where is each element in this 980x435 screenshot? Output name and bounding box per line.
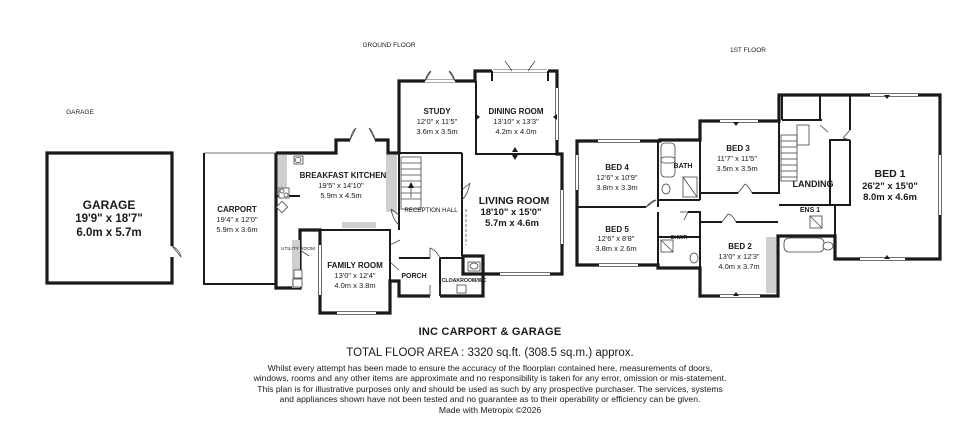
- study-imperial: 12'0" x 11'5": [417, 117, 458, 126]
- bed3-name: BED 3: [726, 144, 750, 153]
- first-windows: [575, 93, 942, 298]
- breakfast-kitchen-metric: 5.9m x 4.5m: [320, 191, 361, 200]
- breakfast-kitchen-name: BREAKFAST KITCHEN: [300, 171, 387, 180]
- stairs-ground: [400, 156, 422, 210]
- ground-windows: [318, 69, 564, 315]
- study-metric: 3.6m x 3.5m: [416, 127, 457, 136]
- garage-title: GARAGE: [66, 109, 94, 116]
- bed2-name: BED 2: [728, 242, 752, 251]
- ground-floor: [203, 60, 564, 315]
- carport-name: CARPORT: [217, 205, 257, 214]
- room-labels: GARAGE 19'9" x 18'7" 6.0m x 5.7m CARPORT…: [75, 107, 918, 290]
- bed1-metric: 8.0m x 4.6m: [863, 192, 917, 203]
- porch-name: PORCH: [401, 273, 426, 280]
- garage-metric: 6.0m x 5.7m: [76, 227, 141, 239]
- bed3-metric: 3.5m x 3.5m: [716, 164, 757, 173]
- living-room-imperial: 18'10" x 15'0": [480, 207, 541, 218]
- family-room-metric: 4.0m x 3.8m: [334, 281, 375, 290]
- first-doors: [645, 95, 890, 296]
- floor-plan-drawing: GROUND FLOOR 1ST FLOOR GARAGE: [45, 42, 942, 315]
- bed3-imperial: 11'7" x 11'5": [717, 154, 757, 163]
- bed2-metric: 4.0m x 3.7m: [718, 262, 759, 271]
- carport-metric: 5.9m x 3.6m: [216, 225, 257, 234]
- shower-name: SHWR: [671, 235, 688, 241]
- family-room-imperial: 13'0" x 12'4": [334, 271, 375, 280]
- bed5-imperial: 12'6" x 8'8": [598, 234, 635, 243]
- ensuite-name: ENS 1: [800, 207, 820, 214]
- bed2-imperial: 13'0" x 12'3": [718, 252, 759, 261]
- breakfast-kitchen-imperial: 19'5" x 14'10": [318, 181, 364, 190]
- total-floor-area-label: TOTAL FLOOR AREA :: [346, 347, 465, 359]
- total-floor-area-value: 3320 sq.ft. (308.5 sq.m.) approx.: [467, 347, 634, 359]
- carport-imperial: 19'4" x 12'0": [216, 215, 257, 224]
- utility-room-name: UTILITY ROOM: [281, 246, 315, 252]
- landing-name: LANDING: [793, 179, 834, 189]
- ground-floor-title: GROUND FLOOR: [362, 42, 415, 49]
- first-floor: [575, 93, 942, 298]
- living-room-metric: 5.7m x 4.6m: [485, 218, 539, 229]
- bed4-imperial: 12'6" x 10'9": [596, 173, 637, 182]
- total-floor-area: TOTAL FLOOR AREA : 3320 sq.ft. (308.5 sq…: [0, 347, 980, 359]
- dining-room-name: DINING ROOM: [488, 107, 543, 116]
- first-floor-title: 1ST FLOOR: [730, 47, 766, 54]
- made-with-credit: Made with Metropix ©2026: [438, 405, 542, 415]
- living-room-name: LIVING ROOM: [479, 195, 550, 207]
- cloakroom-name: CLOAKROOM/WC: [442, 278, 487, 284]
- dining-room-imperial: 13'10" x 13'3": [493, 117, 539, 126]
- disclaimer-text: Whilst every attempt has been made to en…: [253, 363, 727, 405]
- bed5-name: BED 5: [605, 225, 629, 234]
- garage-block: [45, 151, 182, 285]
- garage-name: GARAGE: [83, 198, 136, 212]
- bath-name: BATH: [674, 163, 693, 170]
- bed1-name: BED 1: [875, 168, 906, 180]
- stairs-first: [780, 124, 810, 182]
- inc-carport-garage-note: INC CARPORT & GARAGE: [418, 326, 562, 338]
- bed4-metric: 3.8m x 3.3m: [596, 183, 637, 192]
- reception-hall-name: RECEPTION HALL: [404, 207, 458, 214]
- ground-doors: [299, 60, 557, 296]
- dining-room-metric: 4.2m x 4.0m: [495, 127, 536, 136]
- family-room-name: FAMILY ROOM: [327, 261, 383, 270]
- bed5-metric: 3.8m x 2.6m: [595, 244, 636, 253]
- study-name: STUDY: [423, 107, 451, 116]
- bed4-name: BED 4: [605, 163, 629, 172]
- bed1-imperial: 26'2" x 15'0": [862, 181, 918, 192]
- garage-imperial: 19'9" x 18'7": [75, 213, 143, 225]
